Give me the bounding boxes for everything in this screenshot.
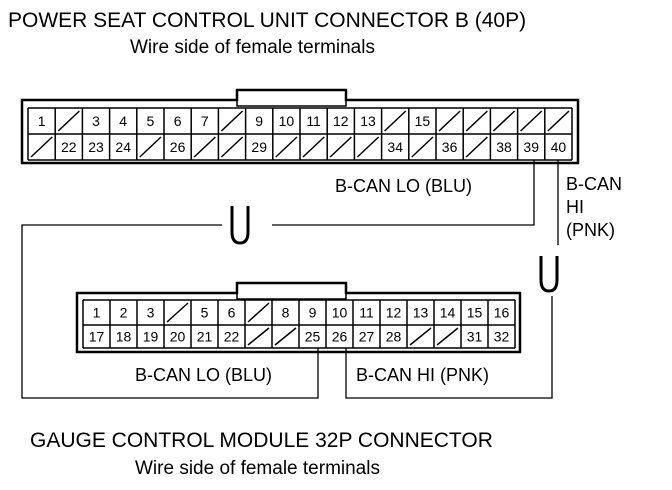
connector-b-pin-label: 12 (333, 113, 349, 129)
connector-b-empty-cavity (356, 136, 380, 158)
label-b-can-hi-lower: B-CAN HI (PNK) (356, 365, 489, 385)
gauge-empty-cavity (166, 302, 189, 323)
gauge-pin-label: 25 (305, 329, 321, 345)
gauge-subtitle: Wire side of female terminals (135, 458, 380, 479)
connector-b-pin-label: 26 (170, 139, 186, 155)
connector-b-pin-label: 23 (88, 139, 104, 155)
gauge-empty-cavity (274, 327, 297, 346)
gauge-pin-label: 11 (359, 305, 374, 321)
gauge-pin-label: 17 (89, 329, 105, 345)
connector-b-empty-cavity (220, 136, 244, 158)
label-b-can-hi-upper-1: B-CAN (566, 174, 622, 194)
connector-b-empty-cavity (329, 136, 352, 158)
connector-b-empty-cavity (275, 136, 298, 158)
connector-b-empty-cavity (193, 136, 216, 158)
wire-b-can-hi-cont (345, 296, 553, 399)
connector-b-pin-label: 11 (306, 113, 321, 129)
gauge-pin-label: 12 (386, 305, 402, 321)
gauge-pin-label: 6 (228, 305, 236, 321)
connector-b-empty-cavity (547, 110, 570, 132)
gauge-pin-label: 31 (467, 329, 483, 345)
label-b-can-hi-upper-3: (PNK) (566, 220, 615, 240)
connector-b-empty-cavity (411, 136, 434, 158)
gauge-pin-label: 18 (116, 329, 132, 345)
connector-b-empty-cavity (139, 136, 162, 158)
connector-b-empty-cavity (520, 110, 543, 132)
connector-b-empty-cavity (30, 136, 53, 158)
connector-b-empty-cavity (465, 110, 488, 132)
connector-b-latch-rail (236, 100, 347, 107)
gauge-pin-label: 28 (386, 329, 402, 345)
gauge-pin-label: 16 (494, 305, 510, 321)
junction-symbol-hi (539, 256, 559, 293)
gauge-pin-label: 27 (359, 329, 375, 345)
gauge-connector-latch-rail (236, 293, 347, 300)
gauge-pin-label: 9 (309, 305, 317, 321)
label-b-can-lo-upper: B-CAN LO (BLU) (335, 176, 472, 196)
gauge-pin-label: 19 (143, 329, 159, 345)
connector-b-empty-cavity (465, 136, 488, 158)
gauge-pin-label: 22 (224, 329, 240, 345)
gauge-empty-cavity (247, 302, 270, 323)
gauge-pin-label: 21 (197, 329, 213, 345)
wire-b-can-lo-cont (21, 224, 319, 399)
connector-b-pin-label: 24 (115, 139, 131, 155)
wire-b-can-lo (272, 160, 535, 226)
connector-b-pin-label: 38 (496, 139, 512, 155)
gauge-pin-label: 5 (201, 305, 209, 321)
connector-b-empty-cavity (57, 110, 80, 132)
connector-b-pin-label: 5 (147, 113, 155, 129)
gauge-pin-label: 3 (147, 305, 155, 321)
gauge-pin-label: 2 (120, 305, 128, 321)
gauge-pin-label: 32 (494, 329, 510, 345)
connector-b-pin-label: 29 (251, 139, 267, 155)
connector-b-pin-label: 3 (92, 113, 100, 129)
connector-b-pin-label: 36 (442, 139, 458, 155)
connector-b-empty-cavity (492, 110, 516, 132)
connector-b-empty-cavity (384, 110, 407, 132)
gauge-pin-label: 20 (170, 329, 186, 345)
connector-b-pin-label: 13 (360, 113, 376, 129)
gauge-pin-label: 26 (332, 329, 348, 345)
label-b-can-lo-lower: B-CAN LO (BLU) (135, 365, 272, 385)
gauge-pin-label: 8 (282, 305, 290, 321)
connector-b-pin-label: 4 (119, 113, 127, 129)
gauge-empty-cavity (436, 327, 459, 346)
connector-b-empty-cavity (302, 136, 325, 158)
connector-b-pin-label: 6 (174, 113, 182, 129)
connector-b-pin-label: 39 (523, 139, 539, 155)
connector-b-empty-cavity (438, 110, 461, 132)
gauge-pin-label: 10 (332, 305, 348, 321)
connector-b-pin-label: 10 (279, 113, 295, 129)
connector-b-pin-label: 40 (551, 139, 567, 155)
gauge-pin-label: 14 (440, 305, 456, 321)
connector-b-title: POWER SEAT CONTROL UNIT CONNECTOR B (40P… (8, 9, 526, 32)
gauge-title: GAUGE CONTROL MODULE 32P CONNECTOR (30, 429, 493, 452)
connector-b-pin-label: 7 (201, 113, 209, 129)
connector-b-pin-label: 9 (255, 113, 263, 129)
label-b-can-hi-upper-2: HI (566, 197, 584, 217)
connector-b-pin-label: 15 (415, 113, 431, 129)
gauge-empty-cavity (409, 327, 432, 346)
connector-b-pin-label: 1 (38, 113, 46, 129)
wires (21, 160, 559, 399)
connector-b-subtitle: Wire side of female terminals (130, 37, 375, 58)
gauge-pin-label: 15 (467, 305, 483, 321)
connector-b-empty-cavity (220, 110, 244, 132)
connector-b-pin-label: 22 (61, 139, 77, 155)
connector-b-pin-label: 34 (387, 139, 403, 155)
gauge-pin-label: 13 (413, 305, 429, 321)
gauge-empty-cavity (247, 327, 270, 346)
gauge-pin-label: 1 (93, 305, 101, 321)
junction-symbol-lo (230, 206, 250, 245)
